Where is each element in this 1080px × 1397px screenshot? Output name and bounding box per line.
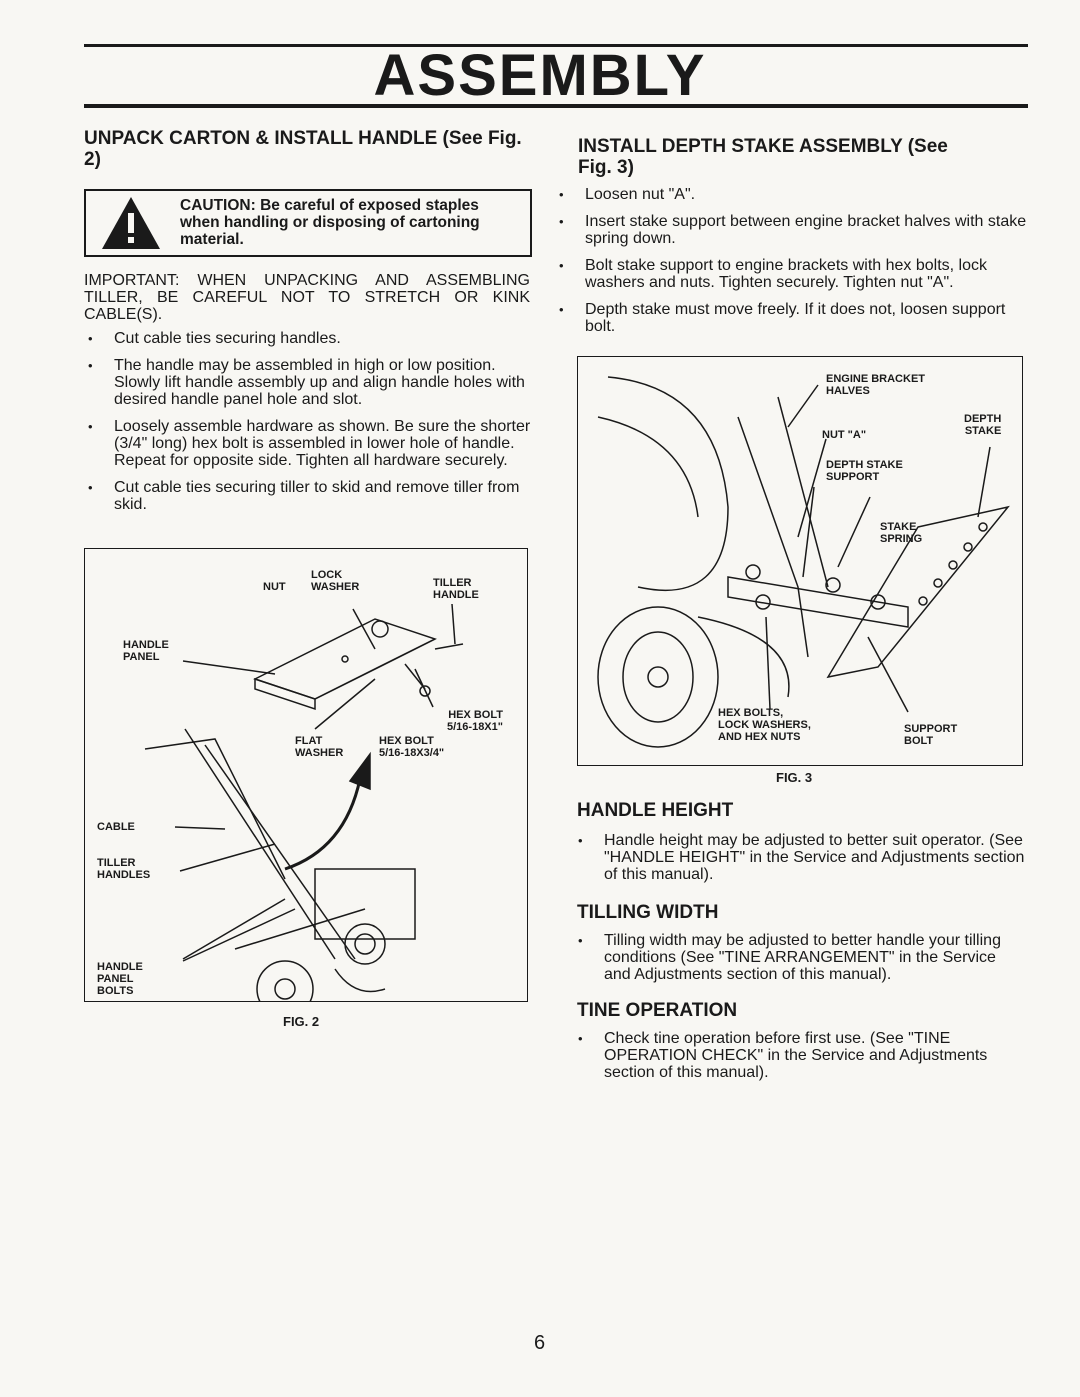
label-hex-bolts: HEX BOLTS, LOCK WASHERS, AND HEX NUTS [718, 707, 811, 743]
fig2-box: NUT LOCK WASHER TILLER HANDLE HANDLE PAN… [84, 548, 528, 1002]
label-depth-stake-support: DEPTH STAKE SUPPORT [826, 459, 903, 483]
label-support-bolt: SUPPORT BOLT [904, 723, 958, 747]
list-item: Loosen nut "A". [555, 186, 1030, 203]
fig2-illustration [144, 603, 464, 1001]
fig3-box: ENGINE BRACKET HALVES DEPTH STAKE NUT "A… [577, 356, 1023, 766]
handle-height-heading: HANDLE HEIGHT [577, 800, 734, 821]
tilling-width-list: Tilling width may be adjusted to better … [574, 932, 1026, 993]
label-nut-a: NUT "A" [822, 429, 867, 441]
list-item: Loosely assemble hardware as shown. Be s… [84, 418, 534, 469]
caution-box: CAUTION: Be careful of exposed staples w… [84, 189, 532, 257]
important-note: IMPORTANT: WHEN UNPACKING AND ASSEMBLING… [84, 272, 530, 323]
label-hex-bolt-1: HEX BOLT 5/16-18X1" [447, 709, 503, 733]
fig3-caption: FIG. 3 [776, 770, 813, 785]
label-flat-washer: FLAT WASHER [295, 735, 344, 759]
fig3-illustration [597, 376, 1010, 748]
label-handle-panel-bolts: HANDLE PANEL BOLTS [97, 961, 143, 997]
tilling-width-heading: TILLING WIDTH [577, 902, 719, 923]
left-heading: UNPACK CARTON & INSTALL HANDLE (See Fig.… [84, 128, 522, 170]
right-heading: INSTALL DEPTH STAKE ASSEMBLY (See Fig. 3… [578, 136, 948, 178]
top-rule [84, 44, 1028, 47]
list-item: Handle height may be adjusted to better … [574, 832, 1026, 883]
page-number: 6 [534, 1332, 546, 1354]
label-engine-bracket: ENGINE BRACKET HALVES [826, 373, 926, 397]
title-rule [84, 104, 1028, 108]
warning-triangle-icon [102, 197, 160, 249]
label-hex-bolt-2: HEX BOLT 5/16-18X3/4" [379, 735, 445, 759]
label-lock-washer: LOCK WASHER [311, 569, 360, 593]
label-depth-stake: DEPTH STAKE [964, 413, 1002, 437]
page-title: ASSEMBLY [373, 43, 707, 108]
list-item: The handle may be assembled in high or l… [84, 357, 534, 408]
label-stake-spring: STAKE SPRING [880, 521, 923, 545]
left-bullets: Cut cable ties securing handles. The han… [84, 330, 534, 523]
label-cable: CABLE [97, 821, 135, 833]
label-nut: NUT [263, 581, 286, 593]
list-item: Check tine operation before first use. (… [574, 1030, 1026, 1081]
caution-text: CAUTION: Be careful of exposed staples w… [180, 197, 480, 248]
list-item: Bolt stake support to engine brackets wi… [555, 257, 1030, 291]
list-item: Depth stake must move freely. If it does… [555, 301, 1030, 335]
list-item: Insert stake support between engine brac… [555, 213, 1030, 247]
list-item: Cut cable ties securing handles. [84, 330, 534, 347]
handle-height-list: Handle height may be adjusted to better … [574, 832, 1026, 893]
list-item: Cut cable ties securing tiller to skid a… [84, 479, 534, 513]
tine-operation-heading: TINE OPERATION [577, 1000, 738, 1021]
list-item: Tilling width may be adjusted to better … [574, 932, 1026, 983]
tine-operation-list: Check tine operation before first use. (… [574, 1030, 1026, 1091]
label-tiller-handle: TILLER HANDLE [433, 577, 479, 601]
right-bullets: Loosen nut "A". Insert stake support bet… [555, 186, 1030, 345]
fig2-caption: FIG. 2 [283, 1014, 320, 1029]
label-tiller-handles: TILLER HANDLES [97, 857, 151, 881]
label-handle-panel: HANDLE PANEL [123, 639, 169, 663]
